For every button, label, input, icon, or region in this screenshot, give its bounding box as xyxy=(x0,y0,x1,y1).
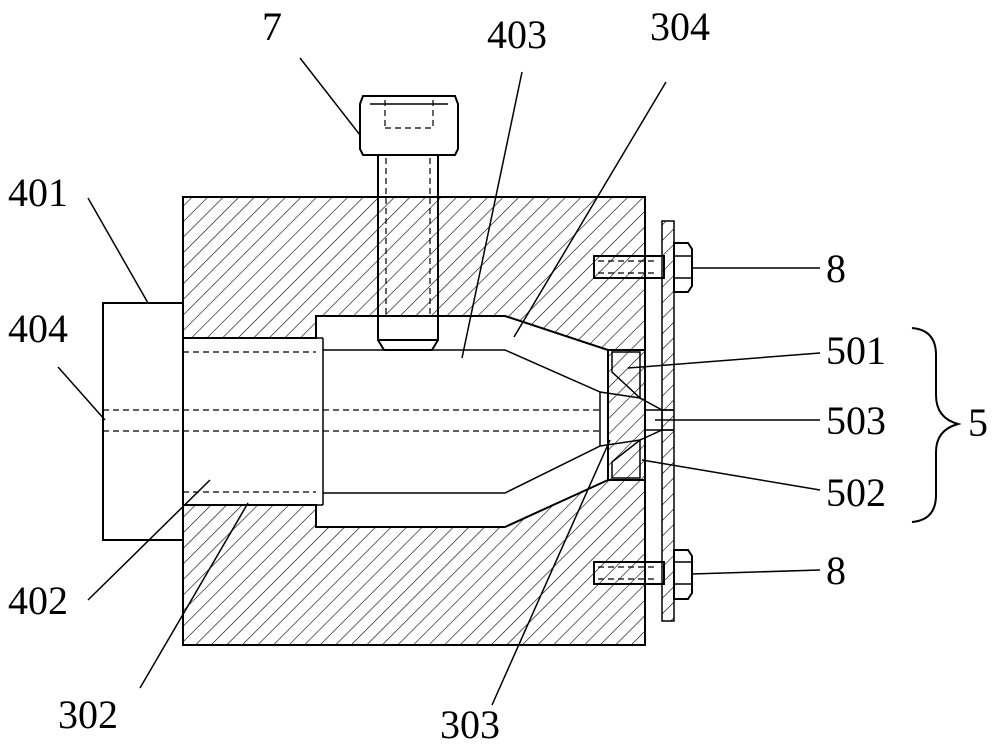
bolt-8-bottom xyxy=(593,549,693,600)
label-401: 401 xyxy=(8,170,68,215)
nozzle-assembly xyxy=(599,349,674,481)
label-402: 402 xyxy=(8,578,68,623)
label-501: 501 xyxy=(826,328,886,373)
leader-lines xyxy=(57,57,821,706)
label-304: 304 xyxy=(650,4,710,49)
brace-5 xyxy=(911,327,962,523)
bolt-8-top xyxy=(593,242,693,293)
inner-cavity xyxy=(183,315,609,528)
label-404: 404 xyxy=(8,306,68,351)
end-plate xyxy=(661,220,675,622)
label-5: 5 xyxy=(968,400,988,445)
label-403: 403 xyxy=(487,12,547,57)
main-body xyxy=(182,196,646,646)
label-303: 303 xyxy=(440,702,500,745)
label-8-bottom: 8 xyxy=(826,548,846,593)
bolt-7 xyxy=(359,95,459,351)
labels: 7 403 304 401 404 8 501 503 5 502 8 402 … xyxy=(8,4,988,745)
left-pipe xyxy=(102,302,600,541)
label-503: 503 xyxy=(826,398,886,443)
label-8-top: 8 xyxy=(826,246,846,291)
label-7: 7 xyxy=(262,4,282,49)
label-302: 302 xyxy=(58,692,118,737)
label-502: 502 xyxy=(826,470,886,515)
